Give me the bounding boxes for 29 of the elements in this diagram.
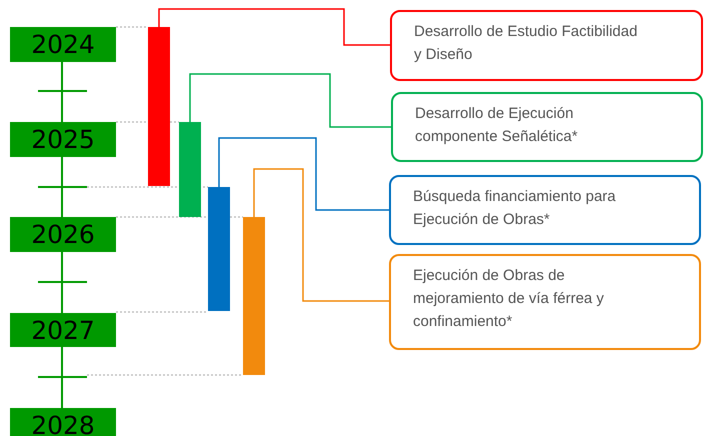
timeline-bar	[148, 27, 170, 186]
task-box	[390, 10, 703, 81]
task-text: Ejecución de Obras de mejoramiento de vía férrea y confinamiento*	[413, 266, 605, 332]
year-box	[10, 217, 116, 252]
year-box	[10, 122, 116, 157]
connector-line	[189, 73, 391, 128]
connector-line	[230, 216, 244, 218]
task-box	[389, 175, 701, 245]
task-text: Desarrollo de Estudio Factibilidad y Diseño	[414, 22, 638, 65]
connector-line	[218, 137, 389, 211]
year-box	[10, 408, 116, 436]
year-label: 2025	[31, 124, 95, 156]
connector-line	[116, 216, 208, 218]
task-box	[389, 254, 701, 350]
year-label: 2027	[31, 315, 95, 347]
year-label: 2026	[31, 219, 95, 251]
task-text: Búsqueda financiamiento para Ejecución de Obras*	[413, 187, 617, 230]
year-label: 2024	[31, 29, 95, 61]
connector-line	[158, 8, 390, 46]
task-text: Desarrollo de Ejecución componente Señalética*	[415, 104, 579, 147]
timeline-bar	[208, 187, 230, 311]
task-box	[391, 92, 703, 162]
connector-line	[116, 26, 148, 28]
year-label: 2028	[31, 410, 95, 436]
timeline-bar	[243, 217, 265, 375]
timeline-bar	[179, 122, 201, 217]
year-box	[10, 313, 116, 347]
connector-line	[253, 168, 389, 302]
year-box	[10, 27, 116, 62]
